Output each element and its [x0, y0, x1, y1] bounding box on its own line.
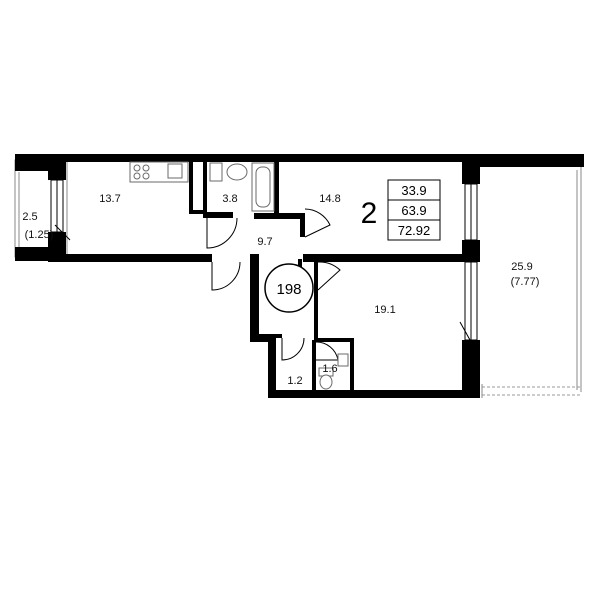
kitchen-area-label: 13.7	[99, 193, 120, 205]
room-1-area-label: 14.8	[319, 193, 340, 205]
room-2-area-label: 19.1	[374, 304, 395, 316]
left-balcony-reduced-area-label: (1.25)	[25, 229, 54, 241]
apartment-number: 198	[276, 281, 301, 298]
hall-area-label: 9.7	[257, 236, 272, 248]
windows	[50, 179, 478, 341]
right-balcony-area-label: 25.9	[511, 261, 532, 273]
bathroom-area-label: 3.8	[222, 193, 237, 205]
total-area: 63.9	[401, 203, 426, 218]
bathroom-fixtures	[209, 162, 275, 212]
apartment-number-circle	[264, 263, 314, 313]
wc-fixtures	[318, 353, 349, 390]
right-balcony	[476, 154, 584, 398]
right-balcony-reduced-area-label: (7.77)	[511, 276, 540, 288]
area-summary: 2 33.9 63.9 72.92	[361, 179, 441, 241]
total-area-with-balcony: 72.92	[398, 223, 431, 238]
rooms-count: 2	[361, 197, 378, 230]
left-balcony-area-label: 2.5	[22, 211, 37, 223]
living-area: 33.9	[401, 183, 426, 198]
kitchen-fixtures	[129, 161, 189, 183]
wc-area-label: 1.6	[322, 363, 337, 375]
exterior-walls	[15, 154, 480, 398]
storage-area-label: 1.2	[287, 375, 302, 387]
